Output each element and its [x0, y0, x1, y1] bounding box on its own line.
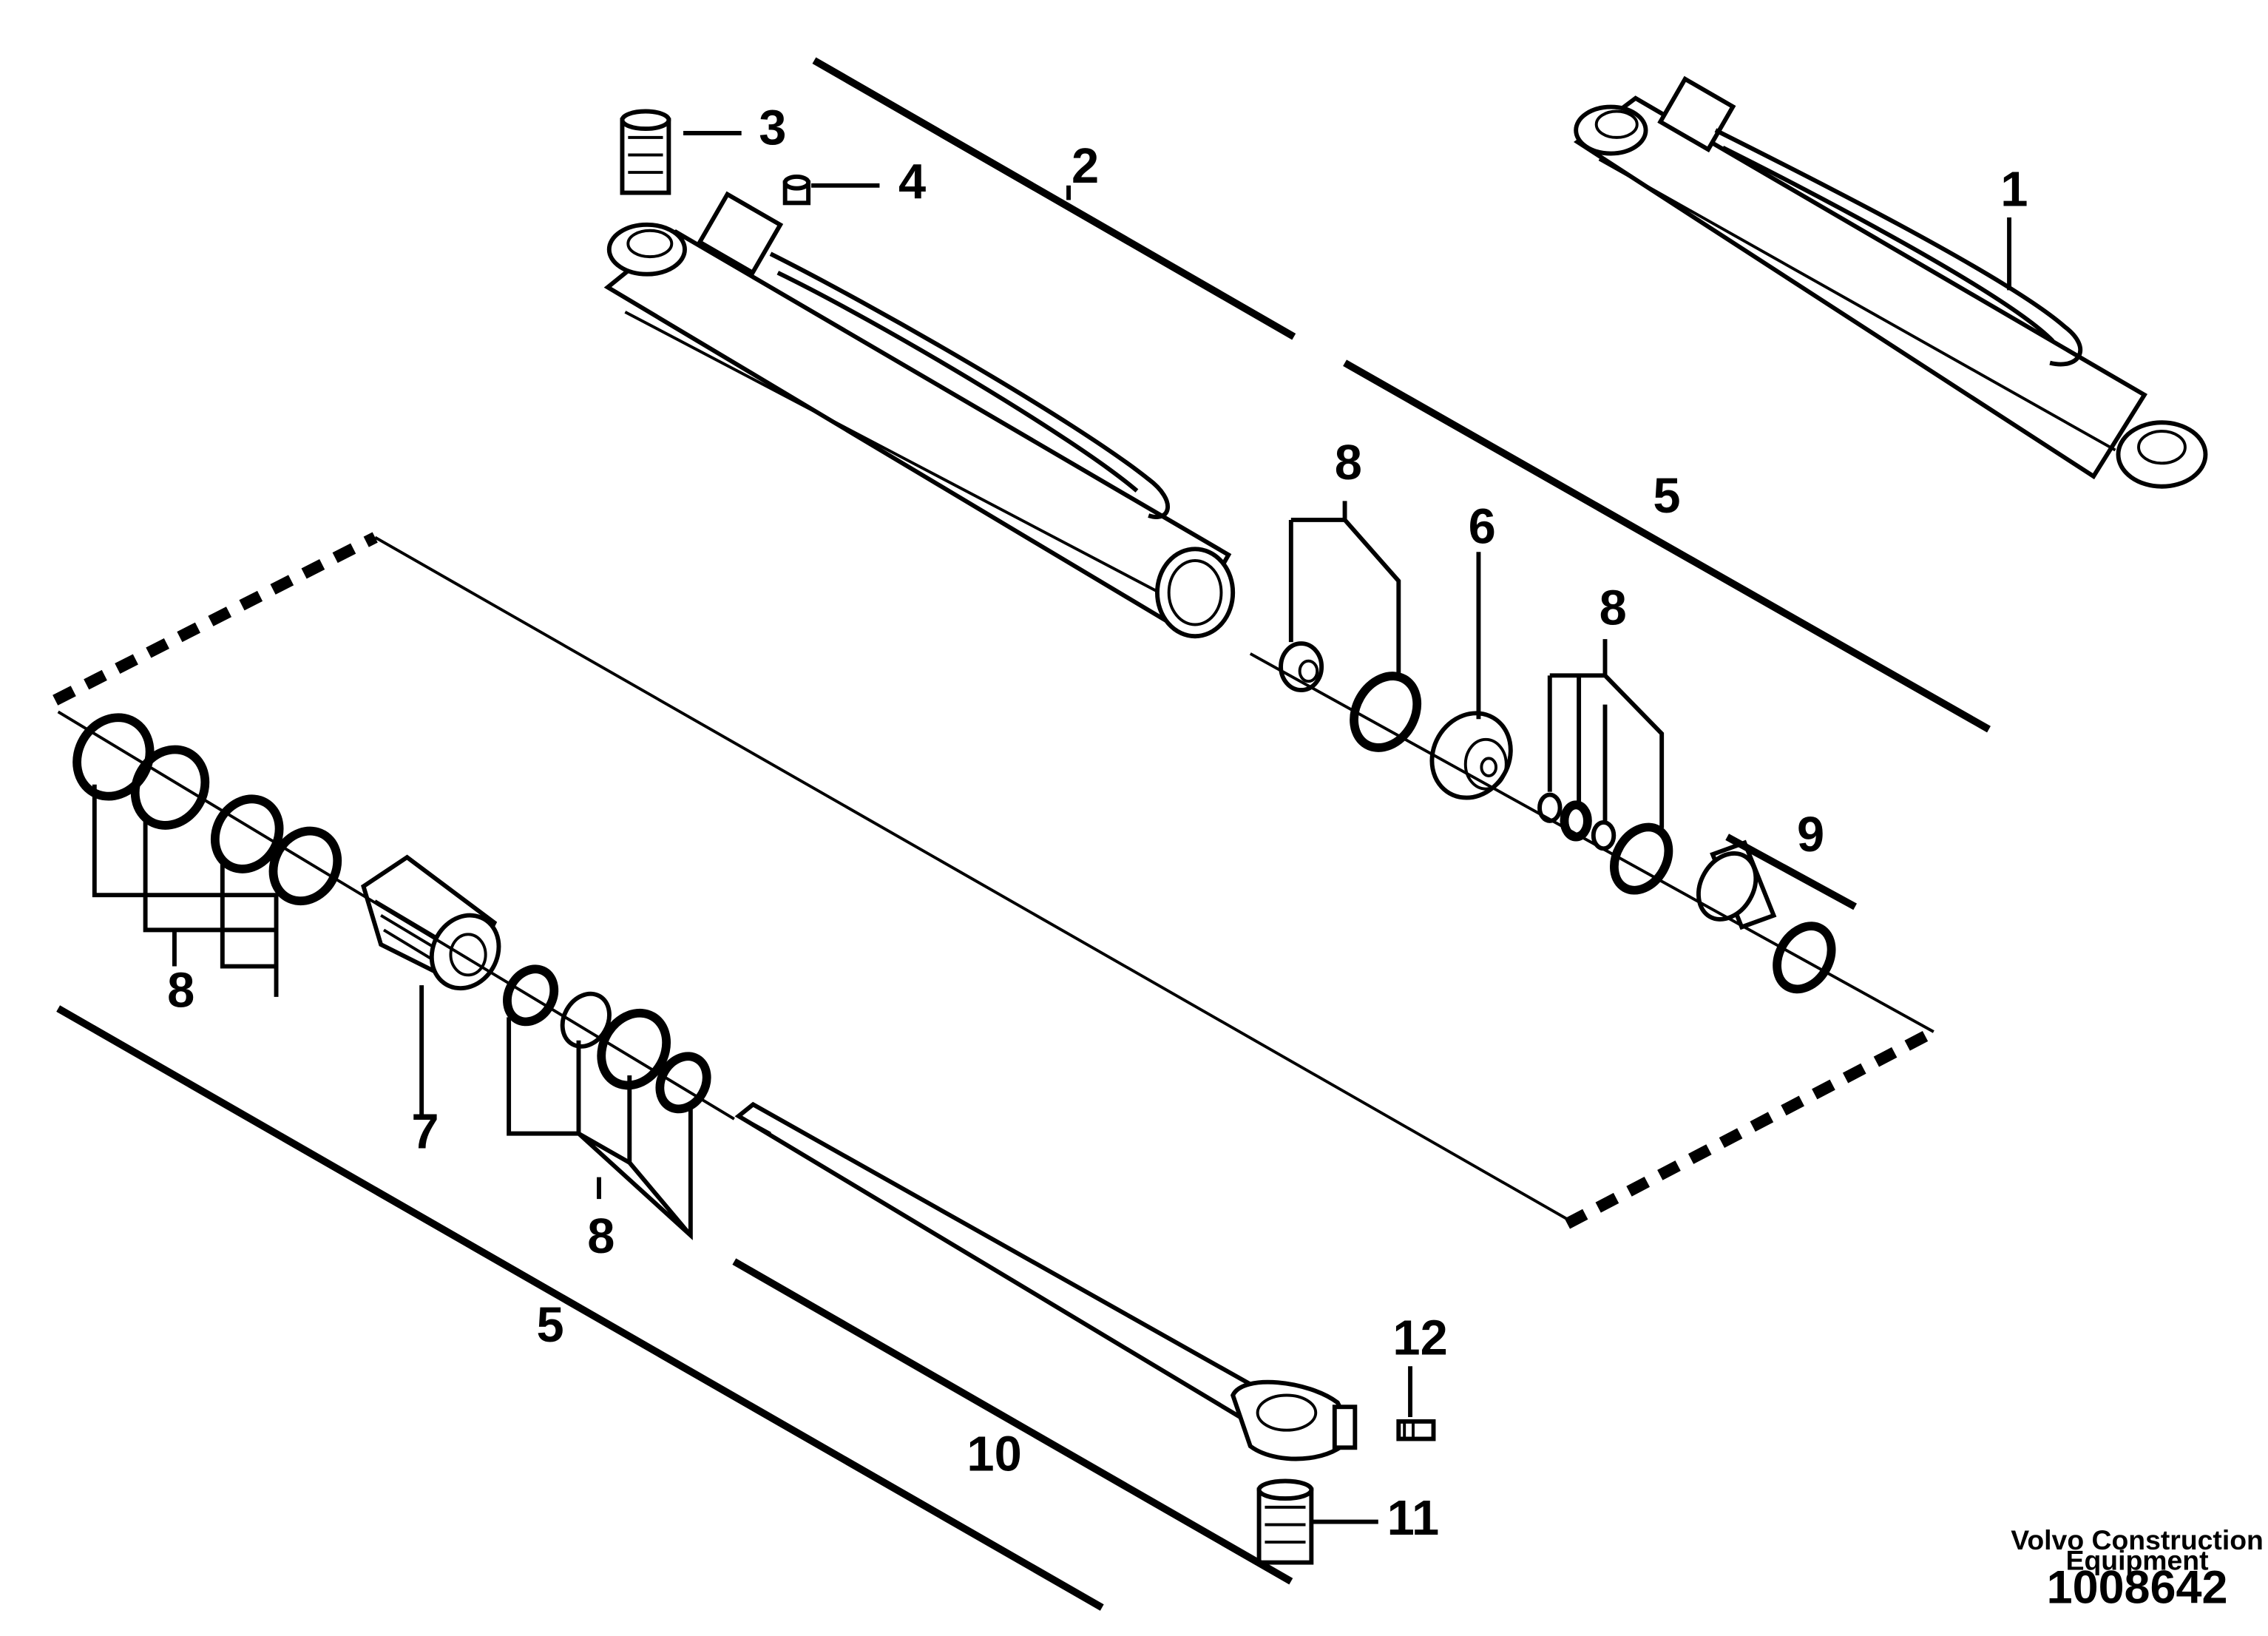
- brace-item-5-top: [1343, 359, 1991, 733]
- callout-9: 9: [1797, 807, 1824, 862]
- guide-ring: [1350, 672, 1422, 752]
- piston: [1429, 711, 1513, 800]
- bracket-item-8-top: [1288, 501, 1401, 676]
- callout-7: 7: [411, 1103, 439, 1159]
- bushing-top: [620, 109, 671, 195]
- leader-lines: [419, 131, 2011, 1524]
- bracket-item-8-mid: [1547, 639, 1665, 828]
- callout-5-top: 5: [1653, 468, 1680, 524]
- bracket-item-8-bottom: [507, 1017, 693, 1240]
- callout-6: 6: [1469, 498, 1496, 554]
- grease-nipple-top: [782, 175, 811, 206]
- callout-1: 1: [2000, 161, 2028, 217]
- brace-item-9: [1725, 834, 1858, 910]
- callout-5-bottom: 5: [536, 1297, 563, 1353]
- rod-seals: [503, 964, 711, 1114]
- grease-nipple-bottom: [1396, 1419, 1436, 1441]
- callout-8-mid: 8: [1600, 581, 1627, 636]
- brand-line-2: Equipment: [2066, 1544, 2209, 1575]
- piston-seals: [1537, 792, 1673, 895]
- assembly-axis-lines: [57, 535, 1934, 1223]
- callout-2: 2: [1072, 138, 1099, 194]
- callout-4: 4: [898, 154, 926, 209]
- bracket-item-8-left: [92, 784, 279, 997]
- drawing-number: 1008642: [2047, 1562, 2228, 1614]
- callout-12: 12: [1392, 1310, 1447, 1365]
- callout-8-bottom: 8: [587, 1209, 615, 1264]
- cylinder-tube: [603, 191, 1236, 639]
- brace-item-10: [732, 1258, 1293, 1585]
- piston-nut: [1279, 641, 1324, 692]
- callout-11: 11: [1387, 1490, 1440, 1546]
- head-o-rings: [72, 713, 342, 906]
- callout-8-top: 8: [1335, 435, 1362, 490]
- brand-line-1: Volvo Construction: [2011, 1524, 2264, 1555]
- bushing-bottom: [1256, 1478, 1314, 1565]
- complete-cylinder-assembly: [1573, 75, 2208, 489]
- cylinder-head: [361, 854, 501, 991]
- brace-item-2: [812, 57, 1296, 340]
- callout-8-left: 8: [167, 963, 194, 1018]
- piston-rod: [734, 1101, 1358, 1461]
- callout-10: 10: [967, 1427, 1021, 1482]
- brace-item-5-bottom: [56, 1005, 1104, 1611]
- rod-bushing-and-wiper: [1696, 839, 1836, 994]
- callout-3: 3: [759, 101, 786, 156]
- title-block: Volvo Construction Equipment 1008642: [2011, 1524, 2264, 1614]
- seal-kit-boundary: [53, 532, 1937, 1229]
- callout-labels: 1 2 3 4 5 5 6 7 8 8 8 8 9 10 11 12: [167, 101, 2028, 1547]
